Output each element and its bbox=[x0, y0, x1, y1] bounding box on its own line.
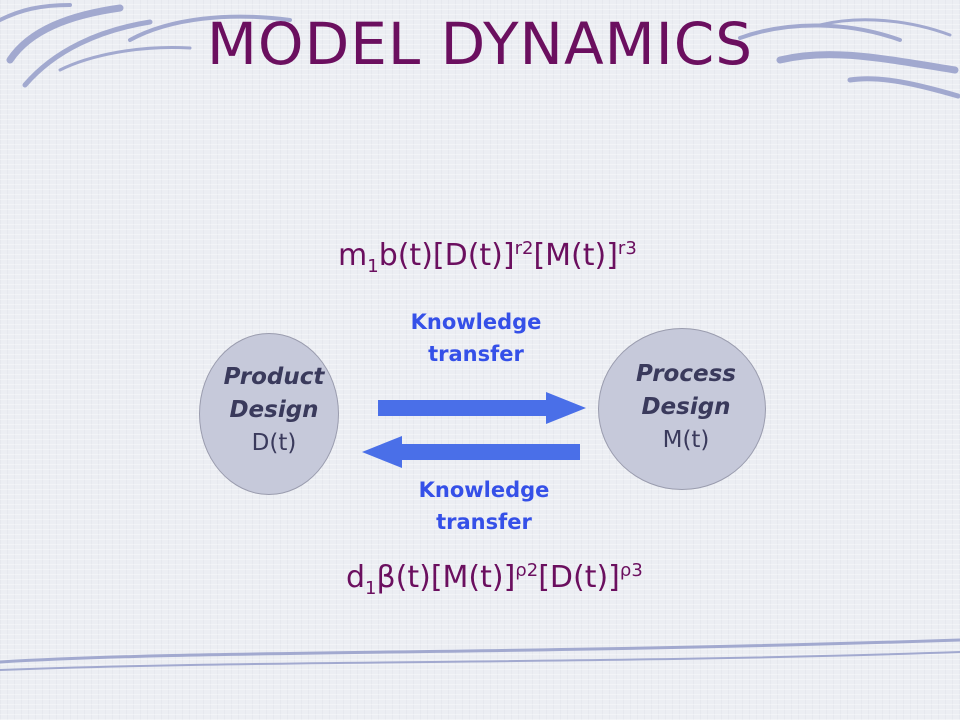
node-variable: M(t) bbox=[662, 427, 710, 453]
transfer-label-line: transfer bbox=[428, 342, 524, 366]
knowledge-transfer-label-top: Knowledge transfer bbox=[396, 306, 556, 370]
formula-subscript: 1 bbox=[365, 578, 377, 599]
formula-text: b(t)[D(t)] bbox=[378, 238, 515, 273]
transfer-label-line: transfer bbox=[436, 510, 532, 534]
node-title-line: Design bbox=[641, 394, 731, 420]
exponent-symbol: ρ bbox=[619, 560, 632, 581]
swirl-stroke bbox=[58, 46, 192, 72]
arrow-shaft bbox=[378, 400, 550, 416]
swirl-stroke bbox=[818, 18, 952, 37]
node-title-line: Process bbox=[636, 361, 736, 387]
process-design-node bbox=[598, 328, 766, 490]
formula-exponent: r3 bbox=[618, 238, 637, 259]
exponent-number: 3 bbox=[631, 560, 643, 581]
formula-text: [M(t)] bbox=[533, 238, 618, 273]
swirl-stroke bbox=[0, 651, 960, 671]
formula-symbol: m bbox=[338, 238, 368, 273]
arrow-product-to-process bbox=[378, 392, 586, 424]
exponent-symbol: r bbox=[617, 238, 626, 259]
formula-subscript: 1 bbox=[367, 256, 379, 277]
formula-exponent: r2 bbox=[515, 238, 534, 259]
formula-symbol: β bbox=[376, 560, 396, 595]
node-title-line: Product bbox=[223, 364, 325, 390]
node-variable: D(t) bbox=[251, 430, 297, 456]
swirl-stroke bbox=[6, 4, 124, 64]
exponent-number: 2 bbox=[522, 238, 534, 259]
formula-symbol: d bbox=[346, 560, 366, 595]
transfer-label-line: Knowledge bbox=[418, 478, 550, 502]
formula-text: [D(t)] bbox=[538, 560, 620, 595]
swirl-stroke bbox=[128, 14, 292, 42]
arrow-process-to-product bbox=[362, 436, 580, 468]
arrow-head bbox=[546, 392, 586, 424]
transfer-label-line: Knowledge bbox=[410, 310, 542, 334]
swirl-stroke bbox=[776, 51, 959, 74]
exponent-symbol: ρ bbox=[515, 560, 527, 581]
process-design-label: Process Design M(t) bbox=[606, 358, 766, 457]
formula-exponent: ρ3 bbox=[620, 560, 643, 581]
exponent-symbol: r bbox=[514, 238, 522, 259]
knowledge-transfer-label-bottom: Knowledge transfer bbox=[404, 474, 564, 538]
swirl-stroke bbox=[847, 76, 960, 99]
arrow-shaft bbox=[398, 444, 580, 460]
formula-text: (t)[M(t)] bbox=[395, 560, 516, 595]
backward-transfer-formula: d1β(t)[M(t)]ρ2[D(t)]ρ3 bbox=[346, 560, 643, 599]
formula-exponent: ρ2 bbox=[515, 560, 538, 581]
exponent-number: 2 bbox=[526, 560, 539, 581]
product-design-node bbox=[199, 333, 339, 495]
swirl-stroke bbox=[0, 3, 72, 22]
swirl-stroke bbox=[22, 19, 153, 88]
arrow-head bbox=[362, 436, 402, 468]
slide-title: MODEL DYNAMICS bbox=[206, 10, 754, 78]
node-title-line: Design bbox=[229, 397, 319, 423]
forward-transfer-formula: m1b(t)[D(t)]r2[M(t)]r3 bbox=[338, 238, 637, 277]
exponent-number: 3 bbox=[625, 238, 637, 259]
product-design-label: Product Design D(t) bbox=[206, 361, 342, 460]
swirl-stroke bbox=[0, 638, 960, 664]
